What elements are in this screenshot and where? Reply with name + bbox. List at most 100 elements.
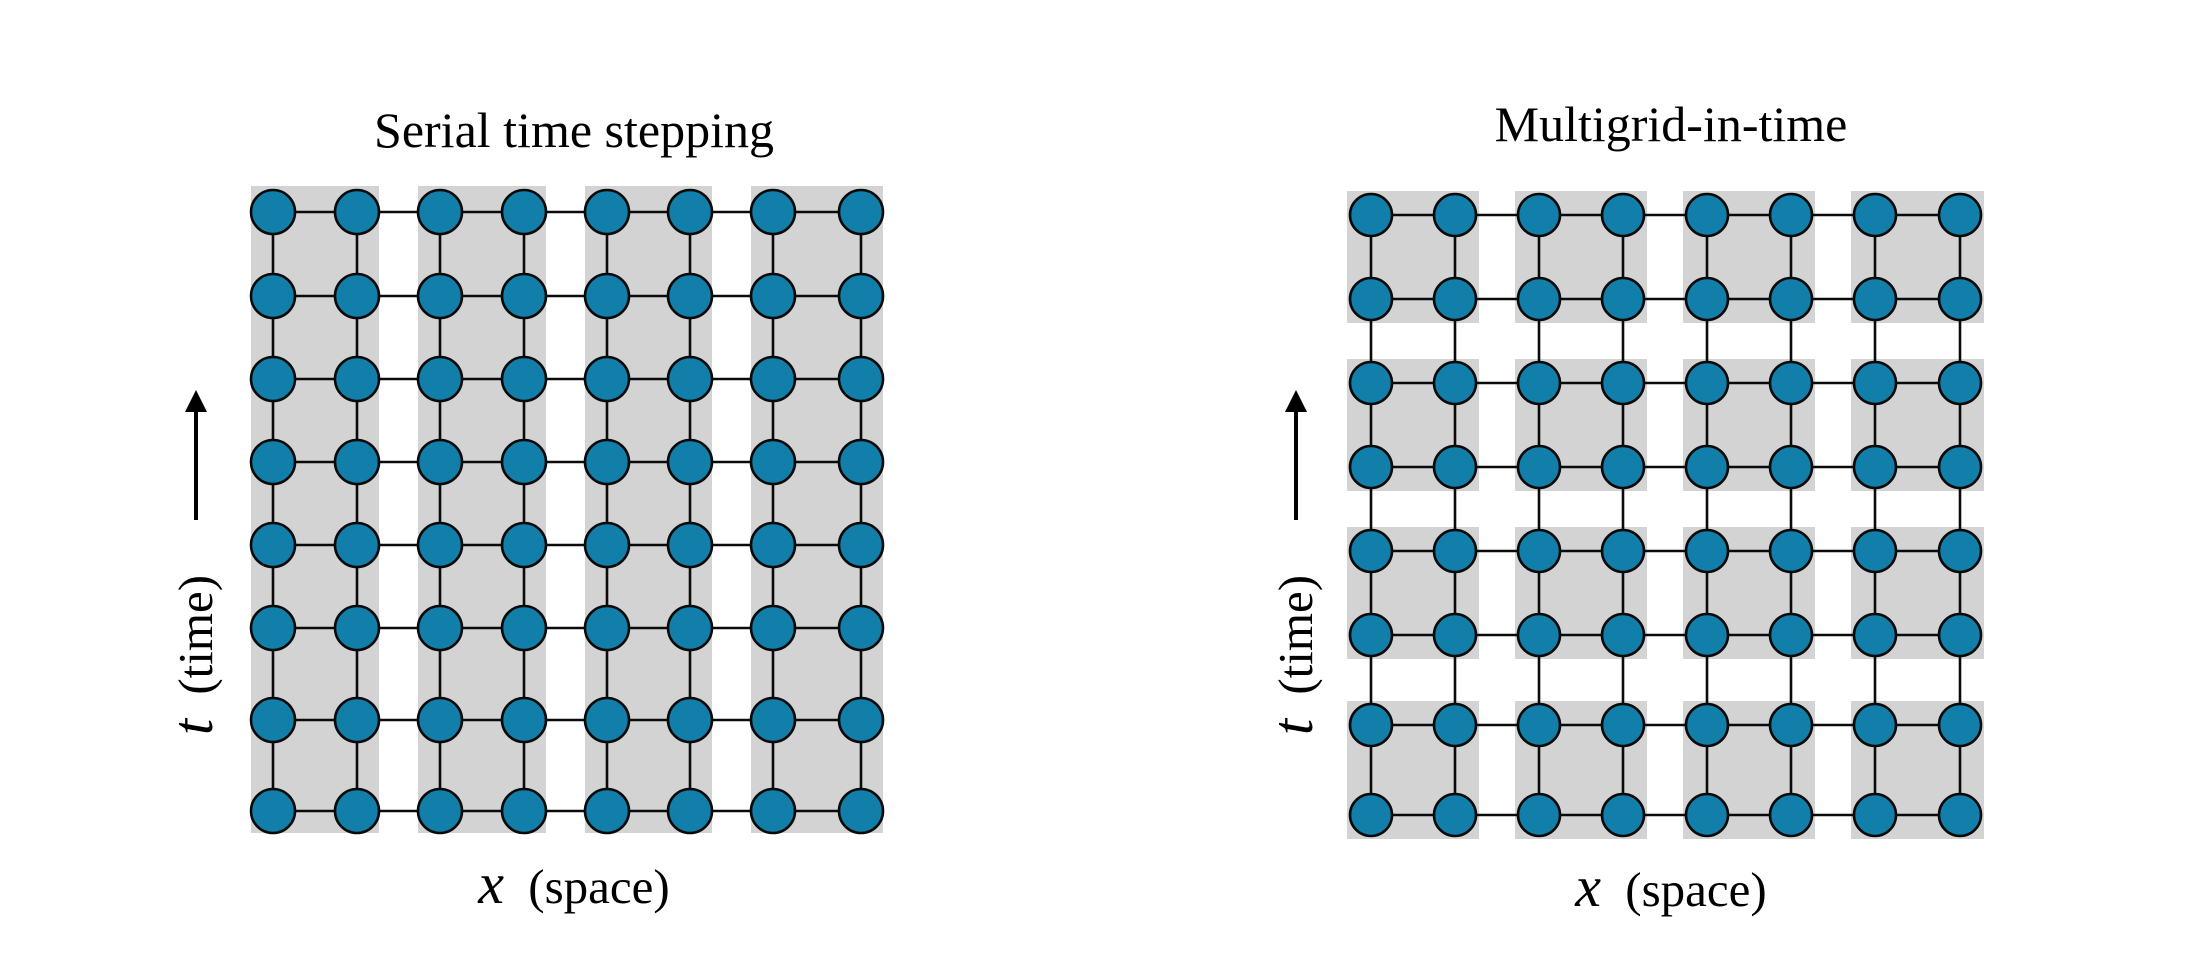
grid-node: [749, 696, 797, 744]
grid-node: [1852, 192, 1898, 238]
grid-node: [749, 355, 797, 403]
grid-node: [583, 438, 631, 486]
x-axis-variable: x: [1574, 854, 1601, 919]
time-arrow-icon: [185, 390, 207, 520]
grid-node: [837, 696, 885, 744]
grid-node: [333, 355, 381, 403]
grid-node: [583, 188, 631, 236]
grid-node: [416, 787, 464, 835]
grid-node: [416, 272, 464, 320]
grid-node: [1600, 528, 1646, 574]
grid-node: [749, 787, 797, 835]
grid-node: [837, 604, 885, 652]
grid-node: [1684, 192, 1730, 238]
grid-node: [1348, 528, 1394, 574]
grid-node: [666, 521, 714, 569]
grid-node: [1768, 792, 1814, 838]
grid-node: [583, 521, 631, 569]
grid-node: [249, 355, 297, 403]
grid-node: [749, 438, 797, 486]
grid-node: [837, 438, 885, 486]
grid-node: [1432, 528, 1478, 574]
grid-node: [583, 787, 631, 835]
grid-node: [416, 355, 464, 403]
grid-node: [416, 188, 464, 236]
grid-node: [500, 188, 548, 236]
y-axis-text: (time): [1268, 575, 1323, 695]
grid-node: [1348, 702, 1394, 748]
panel-title: Multigrid-in-time: [1495, 96, 1848, 152]
grid-node: [1432, 276, 1478, 322]
grid-node: [583, 696, 631, 744]
grid-node: [333, 787, 381, 835]
grid-node: [583, 272, 631, 320]
grid-node: [1852, 792, 1898, 838]
grid-node: [1768, 360, 1814, 406]
x-axis-text: (space): [528, 859, 669, 914]
grid-node: [500, 272, 548, 320]
grid-node: [837, 355, 885, 403]
grid-node: [1348, 612, 1394, 658]
grid-node: [1684, 360, 1730, 406]
grid-node: [500, 521, 548, 569]
grid-node: [1937, 702, 1983, 748]
grid-node: [1516, 612, 1562, 658]
grid-node: [837, 272, 885, 320]
grid-node: [666, 355, 714, 403]
grid-node: [1684, 702, 1730, 748]
panel-serial-time-stepping: Serial time stepping x (space) t (time): [160, 102, 885, 916]
grid-node: [500, 787, 548, 835]
panel-multigrid-in-time: Multigrid-in-time x (space) t (time): [1260, 96, 1984, 919]
grid-node: [500, 355, 548, 403]
grid-node: [666, 188, 714, 236]
grid-node: [837, 521, 885, 569]
y-axis-label: t (time): [160, 575, 225, 735]
grid-node: [1937, 792, 1983, 838]
grid-node: [1768, 528, 1814, 574]
grid-node: [249, 521, 297, 569]
grid-node: [1852, 444, 1898, 490]
y-axis-variable: t: [1260, 717, 1325, 735]
grid-node: [416, 696, 464, 744]
grid-node: [1600, 276, 1646, 322]
grid-node: [1516, 528, 1562, 574]
grid-node: [1937, 192, 1983, 238]
grid-node: [333, 696, 381, 744]
grid-node: [1516, 702, 1562, 748]
grid-node: [1348, 276, 1394, 322]
grid-node: [1852, 702, 1898, 748]
grid-node: [583, 604, 631, 652]
grid-node: [666, 438, 714, 486]
grid-node: [249, 604, 297, 652]
grid-node: [500, 604, 548, 652]
grid-node: [1348, 360, 1394, 406]
grid-node: [500, 438, 548, 486]
grid-node: [1852, 360, 1898, 406]
grid-node: [1432, 792, 1478, 838]
grid-node: [416, 438, 464, 486]
grid-node: [1432, 702, 1478, 748]
grid-node: [1937, 444, 1983, 490]
grid-node: [1852, 276, 1898, 322]
grid-node: [1768, 276, 1814, 322]
y-axis-text: (time): [168, 575, 223, 695]
grid-node: [1348, 192, 1394, 238]
x-axis-text: (space): [1625, 862, 1766, 917]
grid-node: [249, 696, 297, 744]
y-axis-variable: t: [160, 717, 225, 735]
grid-node: [333, 438, 381, 486]
grid-node: [749, 272, 797, 320]
grid-node: [1768, 702, 1814, 748]
grid-node: [249, 272, 297, 320]
grid-node: [666, 696, 714, 744]
grid-node: [333, 188, 381, 236]
grid-node: [1348, 444, 1394, 490]
grid-node: [837, 188, 885, 236]
grid-nodes: [249, 188, 885, 835]
grid-node: [1684, 792, 1730, 838]
grid-node: [1768, 444, 1814, 490]
grid-node: [333, 272, 381, 320]
grid-node: [1432, 360, 1478, 406]
grid-node: [333, 604, 381, 652]
